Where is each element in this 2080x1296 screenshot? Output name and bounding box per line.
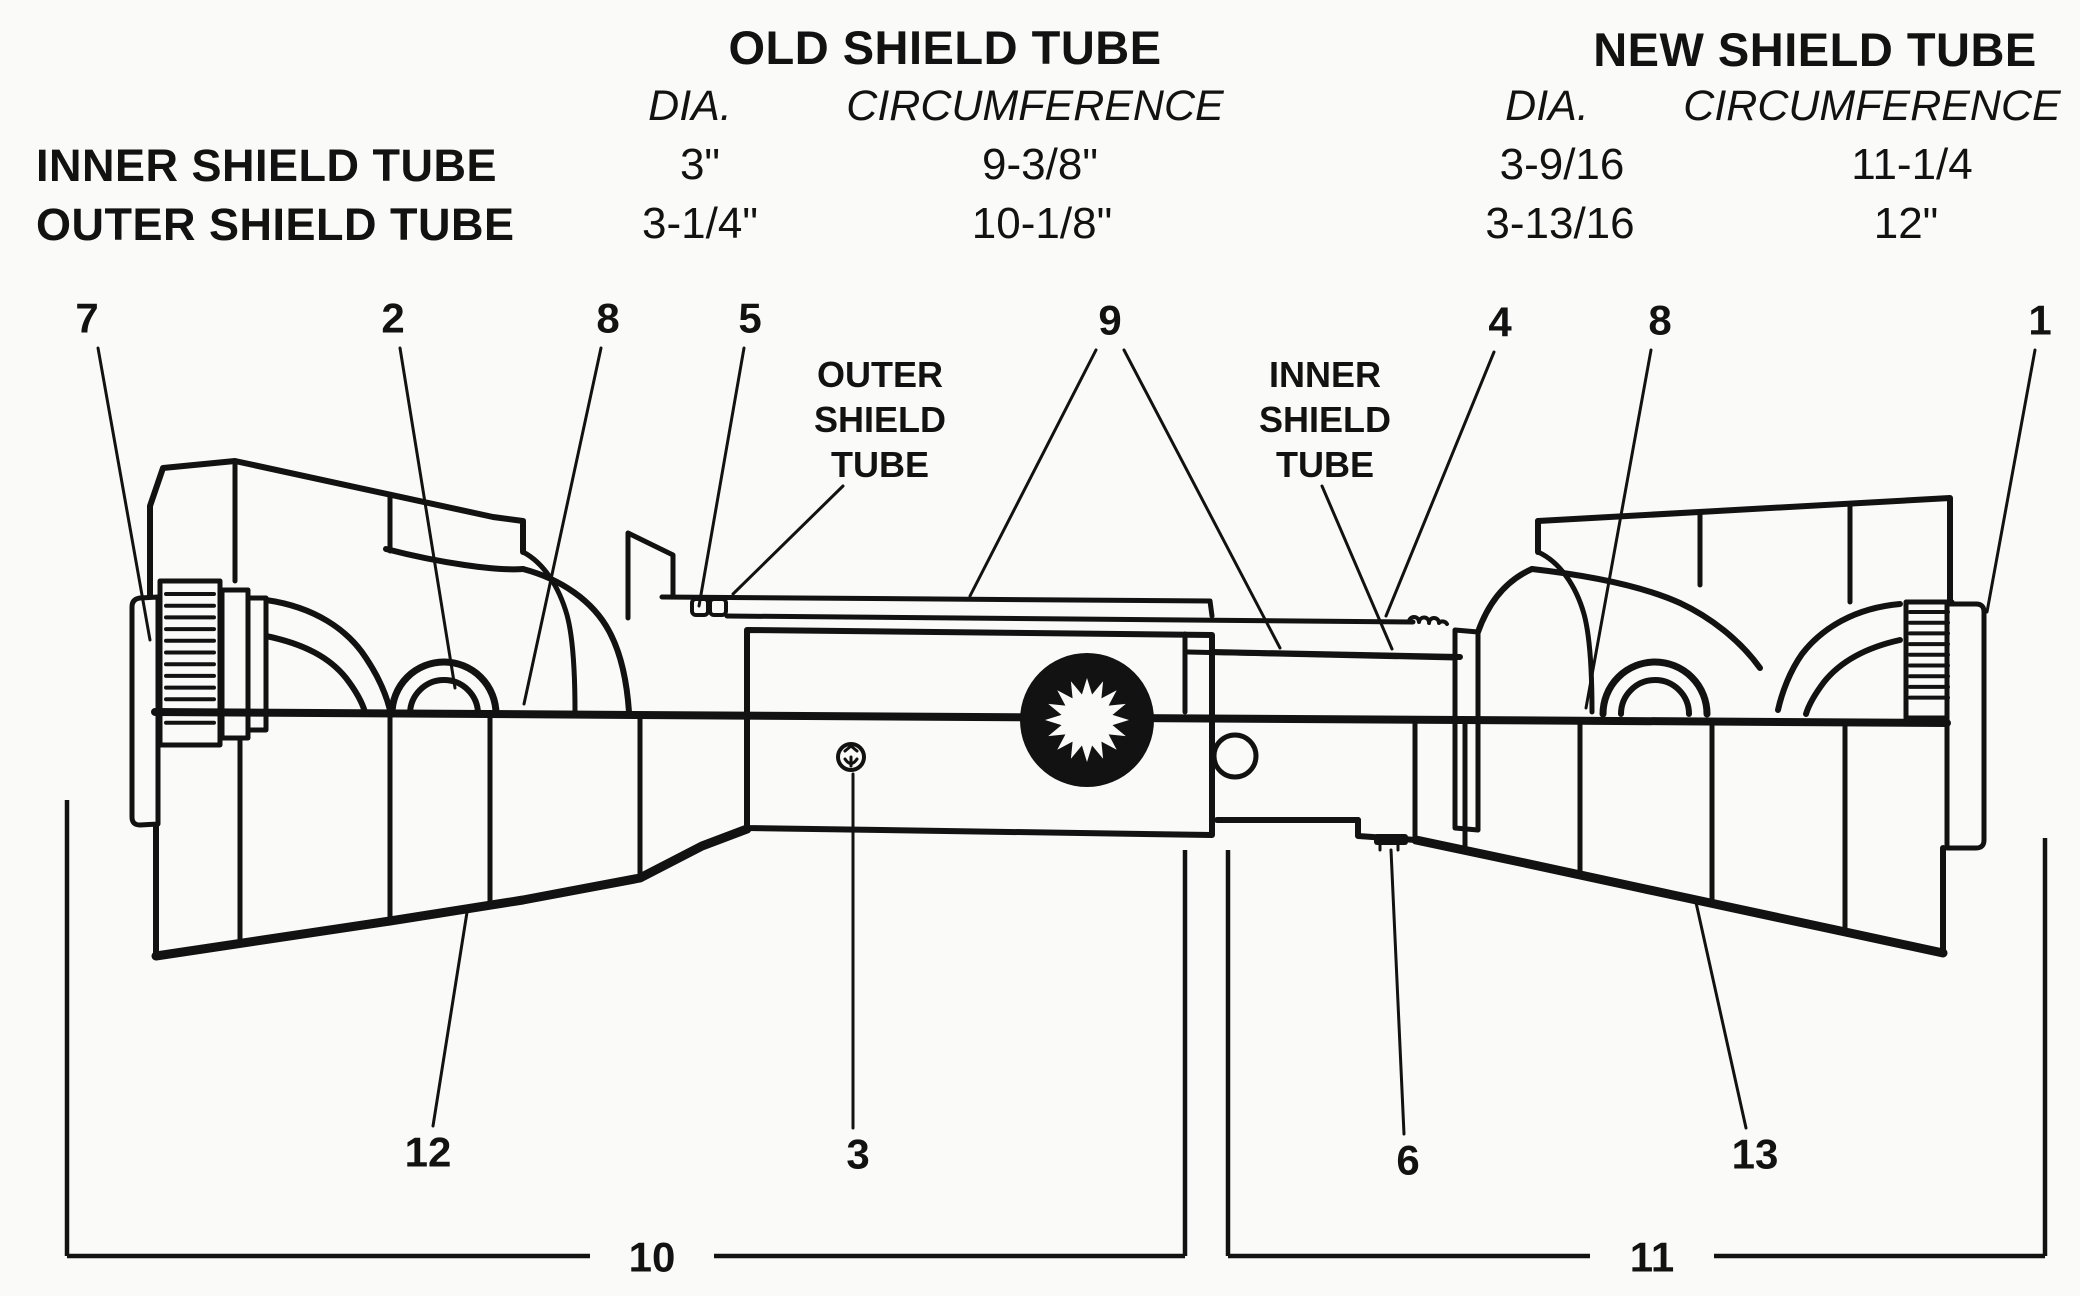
leader-line [1693,896,1748,1130]
left-collar-step [245,595,269,733]
callout-8: 8 [596,295,619,342]
old-inner-dia-value: 3" [679,140,721,189]
new-inner-circ-value: 11-1/4 [1851,140,1973,189]
bracket-numbers: 10 11 [629,1234,1675,1281]
outer-shield-tube-label-line2: SHIELD [813,399,947,440]
old-circumference-header: CIRCUMFERENCE [846,82,1224,130]
right-bell-lower-outline [1411,835,1948,958]
callout-12: 12 [405,1129,452,1176]
inner-shield-tube-label-line2: SHIELD [1258,399,1392,440]
leader-line [398,346,457,690]
inner-tube-section [1209,649,1463,823]
outer-tube-second-line [724,613,1416,625]
right-bell-rib-lines-lower [1412,717,1848,935]
callout-leader-lines [96,346,2037,1136]
leader-line [1389,848,1406,1136]
old-inner-circ-value: 9-3/8" [982,140,1098,189]
leader-line [431,904,470,1128]
knurl-lines [164,592,1950,725]
new-outer-circ-value: 12" [1873,199,1939,248]
left-yoke-inner-curve [263,633,368,715]
left-bell-rib-lines-lower [237,713,643,946]
right-end-cap [1944,601,1987,851]
grease-fitting-icon [836,742,866,772]
bracket-label-11: 11 [1630,1234,1674,1281]
spline-gear-icon [1045,678,1129,762]
callout-2: 2 [381,295,404,342]
right-joint-cup-outer-arc [1599,658,1711,718]
leader-line [96,346,152,642]
left-yoke-arm-inner [520,549,578,715]
dimension-brackets [64,800,2048,1259]
left-yoke-outer-curve [263,597,393,713]
new-inner-dia-value: 3-9/16 [1499,140,1625,189]
leader-line [731,484,845,596]
right-bell-upper-outline [1535,495,1953,605]
callout-3: 3 [846,1131,869,1178]
old-dia-header: DIA. [648,82,732,130]
old-shield-tube-title: OLD SHIELD TUBE [728,21,1162,74]
left-joint-cup-outer-arc [388,658,500,718]
right-joint-cup-inner-arc [1618,677,1692,717]
old-outer-dia-value: 3-1/4" [642,199,758,248]
inner-shield-tube-label-line1: INNER [1268,354,1382,395]
tube-clamp-dot-left-b [708,597,728,617]
left-bell-lower-outline [151,824,752,961]
left-joint-cup-inner-arc [407,677,481,717]
right-yoke-band [1529,566,1763,671]
callout-9: 9 [1098,297,1121,344]
callout-1: 1 [2028,297,2051,344]
leader-line [1584,348,1653,710]
outer-shield-tube-label: OUTER SHIELD TUBE [814,352,946,487]
inner-shield-tube-label: INNER SHIELD TUBE [1259,352,1391,487]
outer-shield-tube-label-line1: OUTER [816,354,943,395]
callout-5: 5 [738,295,761,342]
left-tube-shoulder [625,530,676,621]
left-bell-upper-outline [147,458,526,600]
left-bell-rib-lines-upper [232,458,393,584]
outer-tube-top-line [659,594,1215,619]
new-circumference-header: CIRCUMFERENCE [1683,82,2061,130]
callout-4: 4 [1488,299,1512,346]
callout-numbers: 7 2 8 5 9 4 8 1 12 3 6 13 [75,295,2051,1184]
right-flange [1452,627,1481,833]
leader-line [697,346,746,608]
old-outer-circ-value: 10-1/8" [971,199,1113,248]
roll-pin-hole [1211,732,1259,780]
bracket-label-10: 10 [629,1234,676,1281]
leader-line [1985,348,2037,614]
left-yoke-band-top [383,546,526,573]
lower-clamp-teeth [1378,843,1400,852]
leader-line [1384,350,1496,618]
row-label-inner-shield-tube: INNER SHIELD TUBE [36,140,498,191]
inner-shield-tube-label-line3: TUBE [1275,444,1374,485]
leader-line [1122,348,1282,650]
right-bell-rib-lines-upper [1697,501,1853,605]
shaft-line-art [129,458,1987,961]
right-clamp-scallops [1407,615,1449,626]
left-end-cap [129,594,161,828]
leader-line [522,346,603,706]
knurling-ribs [164,592,1950,725]
right-yoke-inner-curve [1803,637,1903,717]
outer-shield-tube-label-line3: TUBE [830,444,929,485]
new-outer-dia-value: 3-13/16 [1485,199,1635,248]
right-yoke-outer-curve [1775,601,1903,713]
leader-line [968,348,1098,598]
row-label-outer-shield-tube: OUTER SHIELD TUBE [36,199,515,250]
callout-6: 6 [1396,1137,1419,1184]
new-shield-tube-title: NEW SHIELD TUBE [1593,23,2037,76]
new-dia-header: DIA. [1505,82,1589,130]
lower-clamp-part6 [1374,834,1408,845]
callout-8: 8 [1648,297,1671,344]
callout-7: 7 [75,295,98,342]
grease-fitting-glyph [843,744,859,768]
leader-line [1320,484,1394,651]
callout-13: 13 [1732,1131,1779,1178]
right-yoke-arm-outer [1475,566,1535,635]
outer-tube-body [744,627,1215,838]
